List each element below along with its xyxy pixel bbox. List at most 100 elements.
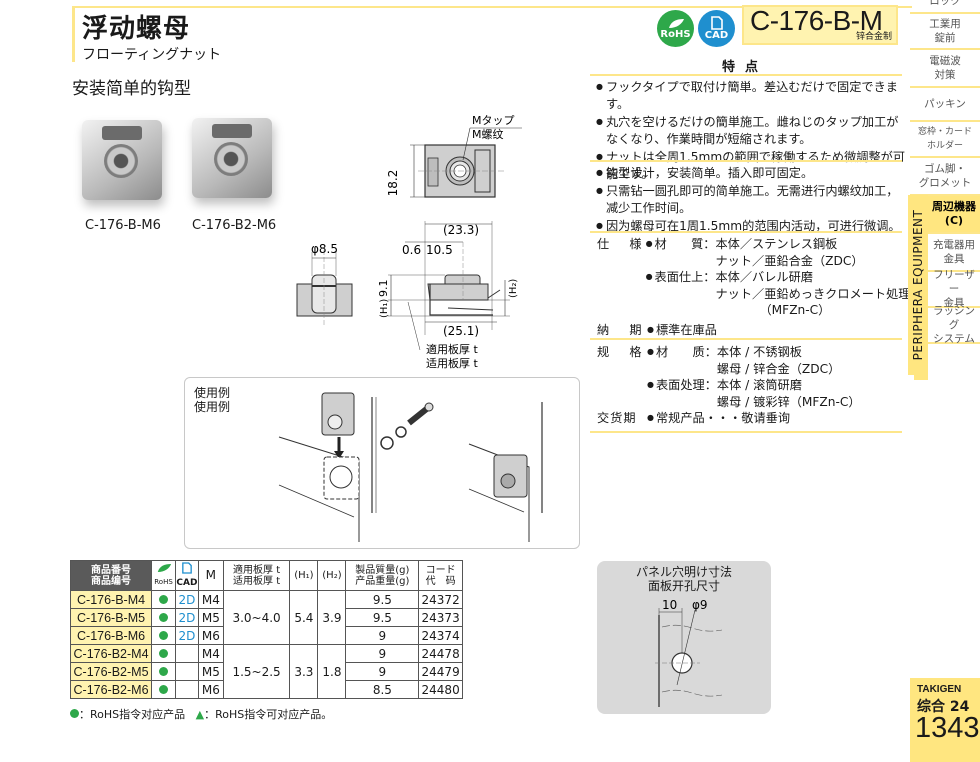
photo-nut <box>104 144 138 178</box>
spec-key-finish: 表面处理： <box>647 377 717 410</box>
svg-text:适用板厚 t: 适用板厚 t <box>426 356 478 370</box>
sidebar-vertical-label: PERIPHERA EQUIPMENT <box>908 195 928 375</box>
svg-text:φ9: φ9 <box>692 598 708 612</box>
rohs-leaf-icon <box>157 564 171 572</box>
model-code: C-176-B-M <box>750 5 883 36</box>
brand-name: TAKIGEN <box>917 684 962 695</box>
photo-slot <box>102 126 142 140</box>
model-material: 锌合金制 <box>855 32 892 42</box>
rohs-leaf-icon <box>668 18 684 28</box>
section-heading: 安装简单的钩型 <box>72 79 191 99</box>
technical-drawing: 18.2 Mタップ M螺纹 φ8.5 (23.3) 0.6 10.5 9.1 (… <box>296 114 522 370</box>
side-view-drawing <box>388 221 510 351</box>
table-row: C-176-B2-M6 M6 8.5 24480 <box>69 680 463 699</box>
sidebar-item-industrial-locks[interactable]: 工業用 錠前 <box>910 14 980 50</box>
product-label: C-176-B-M6 <box>85 218 161 233</box>
cad-2d-link[interactable]: 2D <box>174 626 199 645</box>
cad-badge-label: CAD <box>704 30 729 41</box>
photo-slot <box>212 124 252 138</box>
cad-2d-link[interactable]: 2D <box>174 608 199 627</box>
spec-value: 本体／バレル研磨 <box>715 270 813 284</box>
feature-item: 因为螺母可在1周1.5mm的范围内活动，可进行微调。 <box>596 217 906 235</box>
spec-key-material: 材 質： <box>646 236 716 269</box>
col-rohs: RoHS <box>151 560 176 591</box>
spec-value: 本体／ステンレス鋼板 <box>715 237 838 251</box>
svg-text:10: 10 <box>662 598 677 612</box>
panel-hole-box <box>597 561 771 714</box>
page-title: 浮动螺母 <box>82 14 191 44</box>
top-view-drawing <box>410 127 522 198</box>
table-legend: ：RoHS指令对应产品 ▲：RoHS指令可对应产品。 <box>70 706 332 722</box>
svg-text:18.2: 18.2 <box>386 170 400 197</box>
svg-text:M螺纹: M螺纹 <box>472 127 504 141</box>
table-row: C-176-B-M4 2D M4 3.0~4.0 5.4 3.9 9.5 243… <box>69 590 463 645</box>
col-weight: 製品質量(g)产品重量(g) <box>345 560 420 591</box>
spec-value: 螺母 / 锌合金（ZDC） <box>716 361 841 376</box>
rohs-compliant-icon <box>70 709 79 718</box>
svg-text:(23.3): (23.3) <box>443 223 479 237</box>
delivery-label: 交货期 <box>597 411 637 425</box>
sidebar-item-peripheral[interactable]: 周辺機器 (C) <box>928 196 980 234</box>
col-code: コード代 码 <box>418 560 463 591</box>
rohs-compliant-icon <box>159 684 169 694</box>
rohs-compliant-icon <box>159 630 169 640</box>
cad-2d-link[interactable]: 2D <box>174 590 199 609</box>
usage-label: 使用例 使用例 <box>194 386 230 414</box>
sidebar-item-charger[interactable]: 充電器用 金具 <box>928 234 980 272</box>
svg-text:(H₁): (H₁) <box>379 299 390 318</box>
sidebar-item-lock[interactable]: ロック <box>910 0 980 14</box>
divider <box>590 160 902 162</box>
rohs-compliant-icon <box>159 612 169 622</box>
feature-item: 只需钻一圆孔即可的简单施工。无需进行内螺纹加工，减少工作时间。 <box>596 182 906 217</box>
panel-hole-title: パネル穴明け寸法 面板开孔尺寸 <box>635 565 732 593</box>
page-number: 1343 <box>915 712 980 744</box>
svg-text:0.6: 0.6 <box>402 243 421 257</box>
product-label: C-176-B2-M6 <box>192 218 277 233</box>
rohs-optional-triangle-icon: ▲ <box>195 708 205 721</box>
svg-text:(H₂): (H₂) <box>508 279 519 298</box>
product-photo-c176-b-m6 <box>82 120 162 200</box>
product-photo-c176-b2-m6 <box>192 118 272 198</box>
rohs-compliant-icon <box>159 648 169 658</box>
spec-key-material: 材 质： <box>647 344 717 377</box>
spec-key-finish: 表面仕上： <box>646 269 716 319</box>
sidebar-item-card-holder[interactable]: 窓枠・カード ホルダー <box>910 122 980 158</box>
feature-item: フックタイプで取付け簡単。差込むだけで固定できます。 <box>596 78 906 113</box>
divider <box>590 338 902 340</box>
svg-text:10.5: 10.5 <box>426 243 453 257</box>
delivery-value: 標準在庫品 <box>647 323 717 337</box>
photo-nut <box>214 142 248 176</box>
col-h1: (H₁) <box>289 560 319 591</box>
col-cad: CAD <box>174 560 199 591</box>
rohs-badge: RoHS <box>657 10 694 47</box>
sidebar-item-emi[interactable]: 電磁波 対策 <box>910 50 980 88</box>
divider <box>590 231 902 233</box>
spec-label: 仕 様 <box>597 237 646 251</box>
sidebar-item-rubber-feet[interactable]: ゴム脚・ グロメット <box>910 158 980 196</box>
features-title: 特点 <box>721 60 768 75</box>
page-number-box: TAKIGEN 综合 24 1343 <box>910 678 980 762</box>
cad-badge[interactable]: CAD <box>698 10 735 47</box>
feature-item: 丸穴を空けるだけの簡単施工。雌ねじのタップ加工がなくなり、作業時間が短縮されます… <box>596 113 906 148</box>
svg-text:(25.1): (25.1) <box>443 324 479 338</box>
features-list-cn: 钩型设计，安装简单。插入即可固定。 只需钻一圆孔即可的简单施工。无需进行内螺纹加… <box>596 164 906 235</box>
divider <box>590 431 902 433</box>
feature-item: 钩型设计，安装简单。插入即可固定。 <box>596 164 906 182</box>
sidebar-item-lashing[interactable]: ラッシング システム <box>928 305 980 345</box>
usage-illustration <box>278 392 543 542</box>
sidebar-item-packing[interactable]: パッキン <box>910 88 980 122</box>
sidebar-item-freezer[interactable]: フリーザー 金具 <box>928 269 980 309</box>
col-part-no: 商品番号商品编号 <box>69 560 153 591</box>
svg-text:φ8.5: φ8.5 <box>311 242 338 256</box>
svg-text:Mタップ: Mタップ <box>472 114 515 127</box>
delivery-label: 納 期 <box>597 322 646 337</box>
sidebar-tab-end <box>914 374 928 380</box>
svg-text:9.1: 9.1 <box>377 280 390 298</box>
front-view-drawing <box>296 250 353 325</box>
spec-value: 本体 / 不锈钢板 <box>716 345 802 359</box>
spec-label: 规 格 <box>597 345 646 359</box>
title-accent-bar <box>72 6 75 62</box>
panel-hole-drawing: 10 φ9 <box>655 598 723 707</box>
